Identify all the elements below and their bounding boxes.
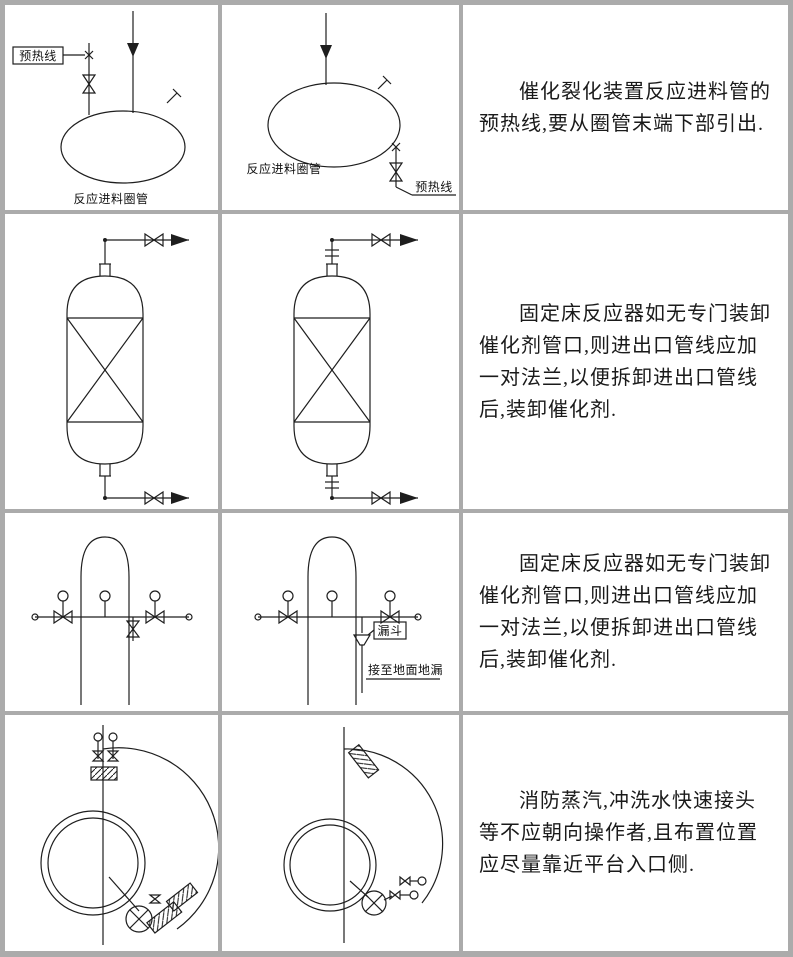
top-piping — [103, 232, 189, 264]
vessel-dome — [80, 536, 130, 705]
coupling-circle-icon — [125, 905, 153, 933]
coil-end-stub — [166, 88, 182, 104]
piping-header — [31, 613, 193, 621]
drop-check-valve-icon — [125, 617, 141, 641]
diagram-reactor-with-flange — [293, 232, 418, 506]
cell-r4-diagram-right — [222, 715, 459, 951]
feed-line-arrow-icon — [320, 13, 332, 85]
cell-r4-diagram-left — [5, 715, 218, 951]
note-text: 消防蒸汽,冲洗水快速接头等不应朝向操作者,且布置位置应尽量靠近平台入口侧. — [479, 790, 758, 876]
valve-icon — [388, 162, 404, 182]
cell-r3-diagram-left — [5, 513, 218, 711]
funnel-icon — [352, 634, 372, 646]
arrow-icon — [171, 492, 189, 504]
valve-icon — [148, 894, 162, 904]
top-nozzle — [99, 263, 111, 276]
bottom-piping — [103, 476, 189, 506]
drain-callout: 接至地面地漏 — [366, 662, 443, 680]
bottom-nozzle — [326, 464, 338, 477]
preheat-line-callout: 预热线 — [12, 46, 85, 65]
quick-coupling-icon — [347, 743, 380, 779]
valve-icon — [371, 232, 391, 248]
preheat-riser-pipe — [81, 43, 97, 115]
flange-pair-icon — [325, 249, 339, 257]
funnel-label: 漏斗 — [377, 624, 402, 638]
drain-label: 接至地面地漏 — [368, 662, 443, 677]
gate-valve-icon — [106, 732, 120, 762]
reactor-vessel — [293, 275, 371, 465]
feed-line-arrow-icon — [127, 11, 139, 113]
gate-valve-icon — [145, 590, 165, 625]
quick-coupling-icon — [165, 882, 199, 912]
note-text: 固定床反应器如无专门装卸催化剂管口,则进出口管线应加一对法兰,以便拆卸进出口管线… — [479, 553, 771, 671]
cell-r2-note: 固定床反应器如无专门装卸催化剂管口,则进出口管线应加一对法兰,以便拆卸进出口管线… — [463, 214, 788, 509]
cell-r4-note: 消防蒸汽,冲洗水快速接头等不应朝向操作者,且布置位置应尽量靠近平台入口侧. — [463, 715, 788, 951]
coil-pipe-label: 反应进料圈管 — [246, 161, 321, 176]
coupling-circle-icon — [361, 890, 387, 916]
coil-pipe-loop — [267, 82, 401, 168]
cell-r2-diagram-left — [5, 214, 218, 509]
cell-r2-diagram-right — [222, 214, 459, 509]
diagram-reactor-top-left — [31, 536, 193, 705]
reactor-vessel — [66, 275, 144, 465]
quick-coupling-icon — [90, 766, 118, 781]
arrow-icon — [400, 234, 418, 246]
platform-arc — [102, 747, 218, 930]
coil-pipe-loop — [60, 110, 186, 184]
platform-arc — [343, 748, 444, 904]
diagram-reactor-top-right: 漏斗 接至地面地漏 — [254, 536, 443, 705]
flange-pair-icon — [325, 481, 339, 489]
preheat-line-label: 预热线 — [19, 49, 57, 63]
valve-icon — [144, 232, 164, 248]
diagram-coil-preheat-wrong: 预热线 反应进料圈管 — [12, 11, 186, 206]
diagram-reactor-no-flange — [66, 232, 189, 506]
arrow-icon — [171, 234, 189, 246]
cell-r3-note: 固定床反应器如无专门装卸催化剂管口,则进出口管线应加一对法兰,以便拆卸进出口管线… — [463, 513, 788, 711]
arrow-icon — [400, 492, 418, 504]
piping-header — [254, 613, 422, 621]
bottom-nozzle — [99, 464, 111, 477]
funnel-drain-assembly — [352, 617, 372, 693]
cell-r1-diagram-left: 预热线 反应进料圈管 — [5, 5, 218, 210]
note-text: 催化裂化装置反应进料管的预热线,要从圈管末端下部引出. — [479, 80, 771, 135]
gate-valve-icon — [399, 875, 427, 887]
preheat-line-label: 预热线 — [415, 180, 453, 194]
gate-valve-icon — [389, 889, 419, 901]
vessel-dome — [307, 536, 357, 705]
branch-pipe — [383, 895, 393, 901]
gate-valve-icon — [380, 590, 400, 625]
valve-icon — [81, 74, 97, 94]
vessel-plan-circle — [283, 818, 377, 912]
preheat-drop-pipe — [388, 142, 404, 187]
funnel-callout: 漏斗 — [367, 621, 407, 640]
valve-icon — [371, 490, 391, 506]
riser-handwheel-icon — [99, 590, 111, 617]
gate-valve-icon — [278, 590, 298, 625]
top-nozzle — [326, 263, 338, 276]
cell-r1-note: 催化裂化装置反应进料管的预热线,要从圈管末端下部引出. — [463, 5, 788, 210]
preheat-line-callout: 预热线 — [395, 180, 456, 196]
top-piping — [325, 232, 418, 264]
gate-valve-icon — [53, 590, 73, 625]
diagram-plan-couplings-left — [40, 725, 218, 945]
note-text: 固定床反应器如无专门装卸催化剂管口,则进出口管线应加一对法兰,以便拆卸进出口管线… — [479, 302, 771, 421]
bottom-piping — [325, 476, 418, 506]
diagram-plan-couplings-right — [283, 727, 444, 943]
riser-handwheel-icon — [326, 590, 338, 617]
valve-icon — [144, 490, 164, 506]
vessel-plan-circle — [40, 810, 146, 916]
cell-r3-diagram-right: 漏斗 接至地面地漏 — [222, 513, 459, 711]
coil-pipe-label: 反应进料圈管 — [73, 191, 148, 206]
cell-r1-diagram-right: 预热线 反应进料圈管 — [222, 5, 459, 210]
gate-valve-icon — [91, 732, 105, 762]
branch-pipe — [108, 876, 140, 912]
coil-end-stub — [377, 75, 392, 90]
diagram-coil-preheat-right: 预热线 反应进料圈管 — [246, 13, 456, 196]
